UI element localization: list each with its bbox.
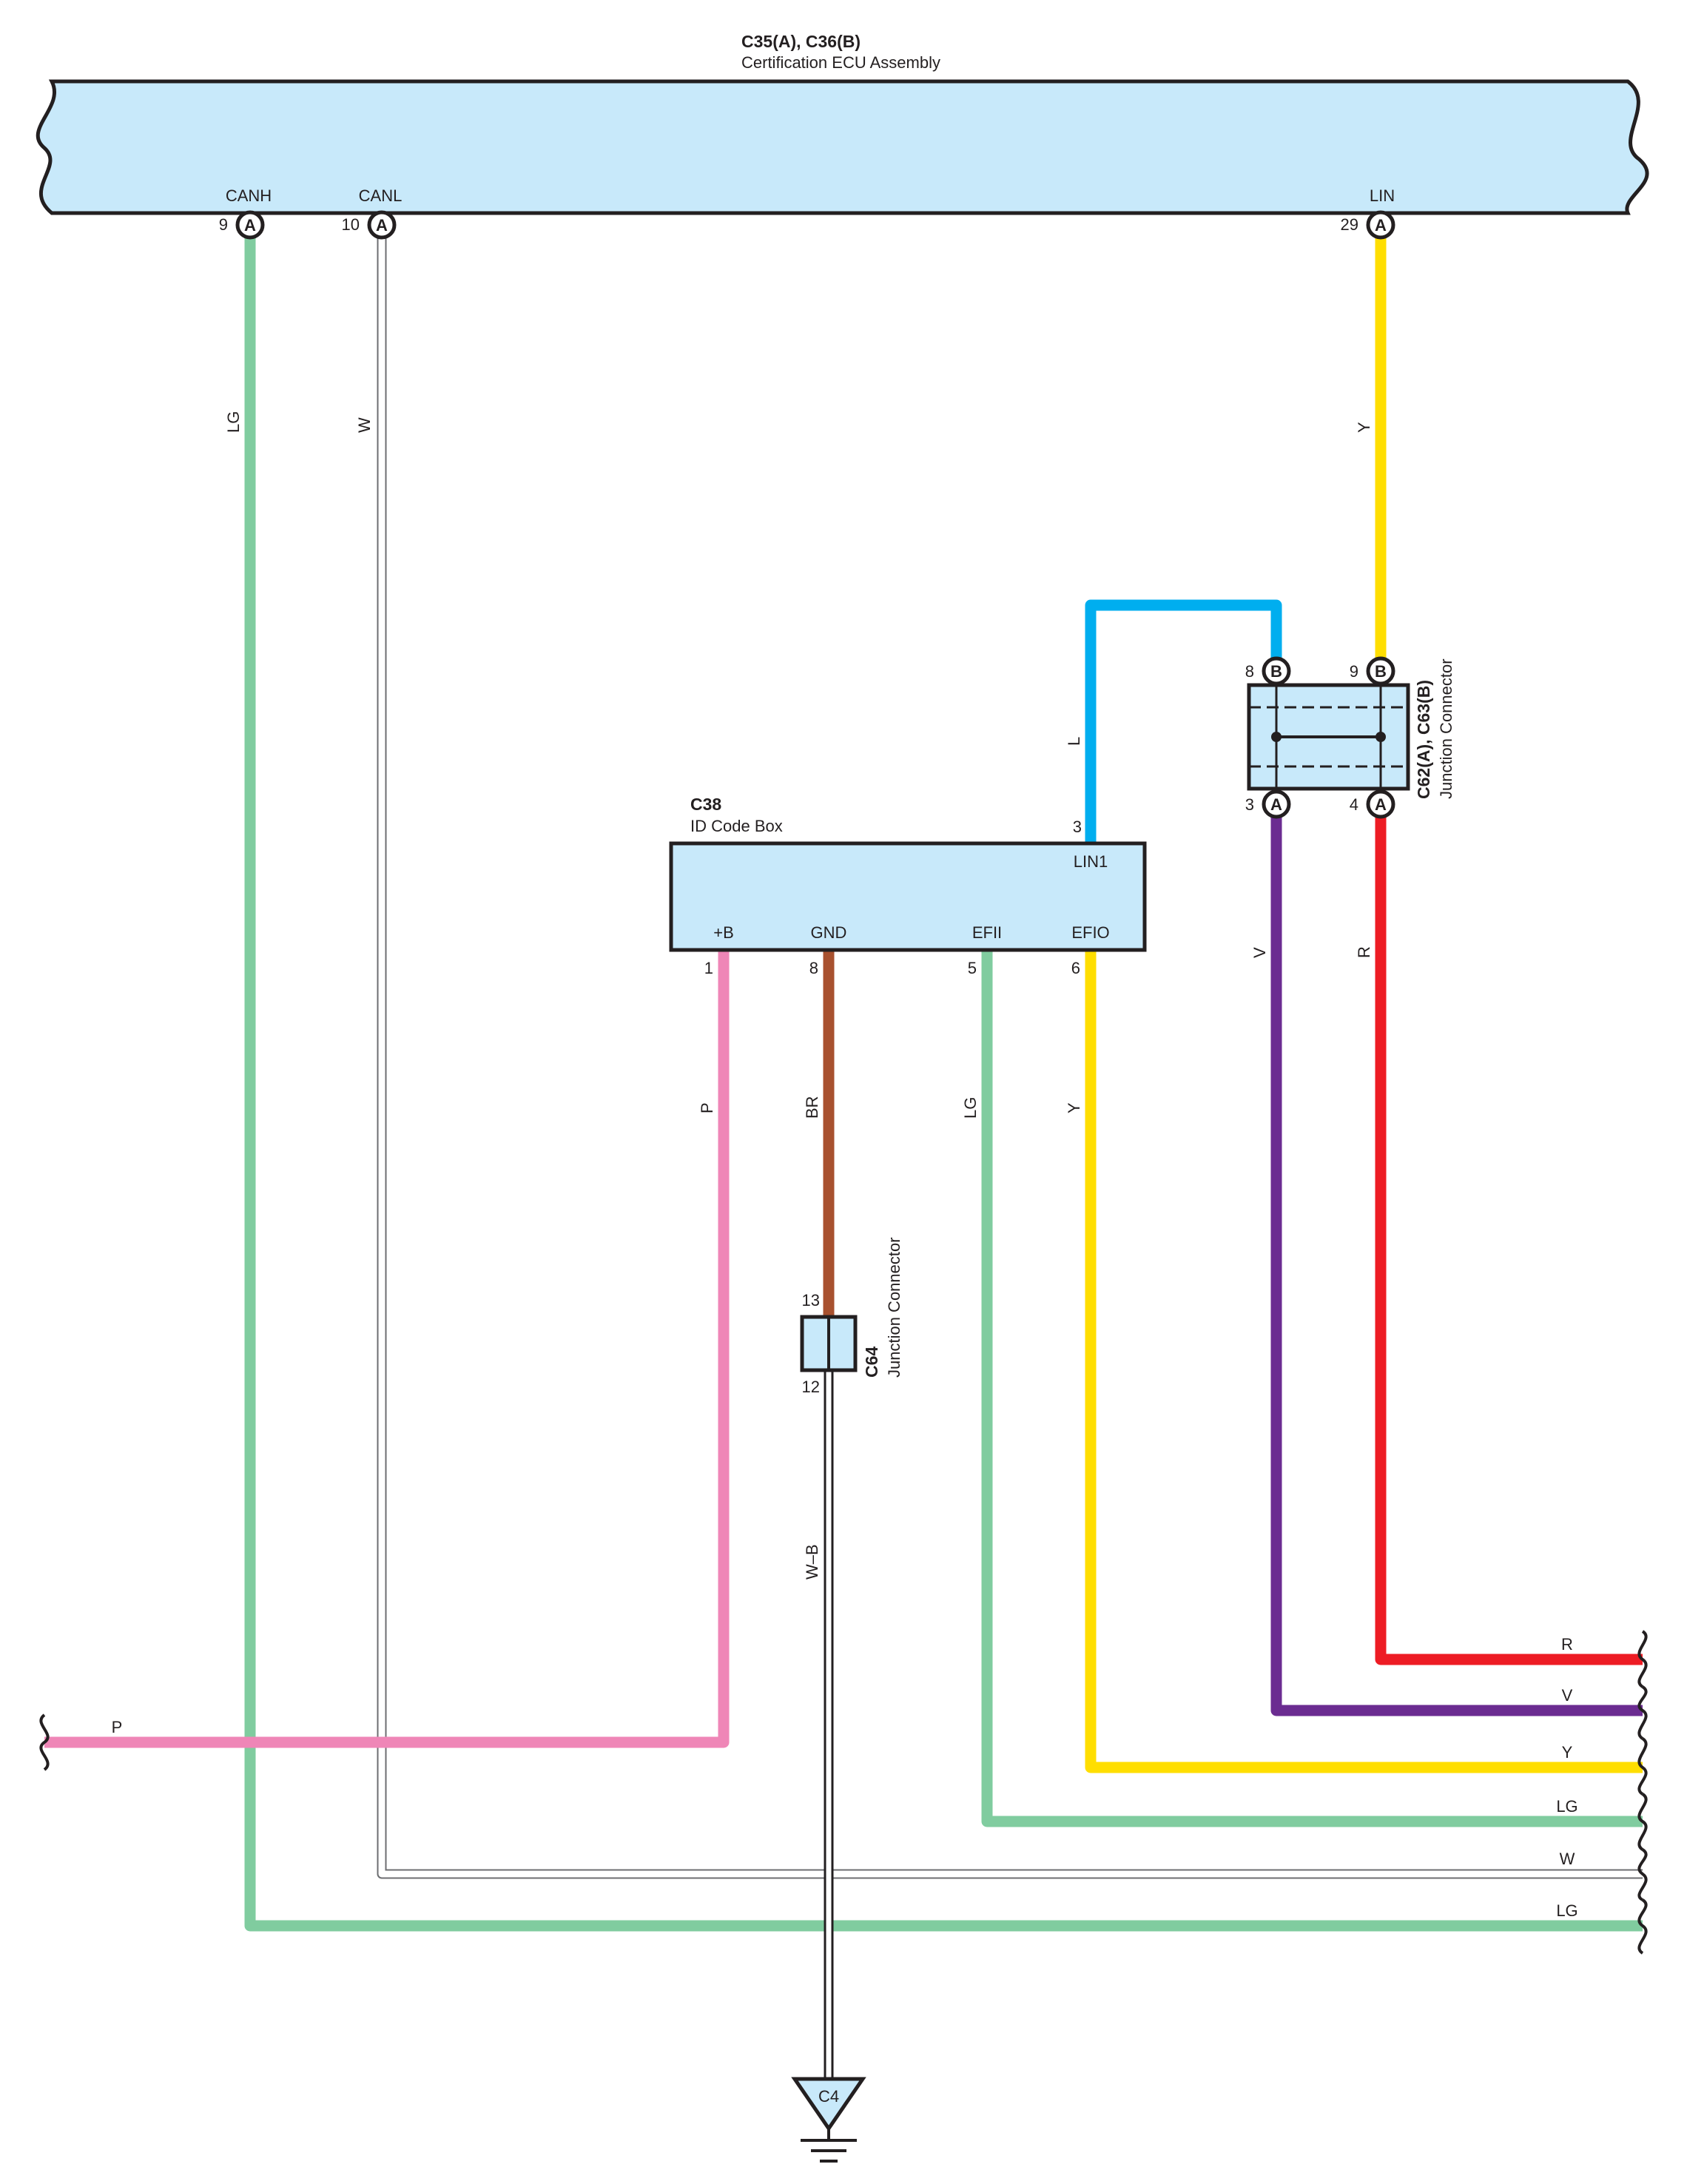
terminal-lin1-label: LIN1 [1074,852,1108,871]
jc1-pin-b8-connector: B [1270,662,1282,681]
exit-label-lg1: LG [1556,1797,1577,1816]
ecu-pin-lin: 29 A [1341,210,1395,240]
wire-label-pb: P [698,1102,716,1113]
terminal-b-pin: 1 [704,959,713,977]
ecu-pin-canl-connector: A [376,216,388,235]
ecu-pin-canh-connector: A [244,216,256,235]
jc2-pin-bottom: 12 [802,1378,820,1396]
junction-connector-c62-c63: 8 B 9 B 3 A 4 A C62(A), C63(B) Junction … [1245,656,1455,819]
wire-label-gnd-out: W–B [803,1544,821,1580]
exit-labels: R V Y LG W LG P [112,1635,1578,1920]
break-mark-r [1637,1630,1648,1688]
idbox-code: C38 [690,795,721,814]
break-mark-lg2 [1637,1898,1648,1955]
ground-code: C4 [818,2087,839,2106]
terminal-gnd-pin: 8 [809,959,818,977]
exit-label-lg2: LG [1556,1901,1577,1920]
idbox-name: ID Code Box [690,817,783,835]
terminal-efio-pin: 6 [1071,959,1080,977]
jc1-pin-a4: 4 A [1350,789,1395,819]
wire-jc-a3-v [1270,818,1643,1716]
wire-label-lin: Y [1355,422,1373,433]
wires [44,235,1643,2088]
break-mark-p [39,1713,50,1771]
jc1-code: C62(A), C63(B) [1414,680,1433,799]
terminal-lin-label: LIN [1370,186,1395,205]
ecu-pin-canl: 10 A [342,210,397,240]
certification-ecu: C35(A), C36(B) Certification ECU Assembl… [36,32,1649,215]
terminal-canh-label: CANH [226,186,272,205]
wire-canl-w [378,235,1643,1878]
ecu-pin-canh-number: 9 [219,215,228,234]
jc1-pin-a4-number: 4 [1350,795,1358,814]
jc1-pin-b8-number: 8 [1245,662,1254,681]
terminal-lin1-pin: 3 [1073,818,1082,836]
id-code-box: C38 ID Code Box LIN1 3 +B GND EFII EFIO … [669,795,1147,977]
wire-label-canh: LG [224,411,243,433]
ecu-pin-canh: 9 A [219,210,265,240]
jc1-pin-b9: 9 B [1350,656,1395,686]
terminal-efii-label: EFII [972,923,1002,942]
terminal-canl-label: CANL [359,186,403,205]
jc1-name: Junction Connector [1437,658,1455,799]
ground-c4: C4 [791,2077,866,2163]
jc2-name: Junction Connector [885,1237,903,1378]
junction-connector-c64: 13 12 C64 Junction Connector [800,1237,903,1396]
jc2-pin-top: 13 [802,1291,820,1310]
wire-label-jc-a4: R [1355,946,1373,958]
wire-label-efio: Y [1065,1102,1083,1113]
ecu-name: Certification ECU Assembly [741,53,940,72]
jc1-pin-b9-number: 9 [1350,662,1358,681]
terminal-efio-label: EFIO [1071,923,1109,942]
wire-label-jc-a3: V [1250,947,1269,958]
break-marks [39,1630,1648,1955]
break-mark-w [1637,1848,1648,1901]
wire-label-gnd: BR [803,1096,821,1119]
wire-pb-p [44,950,730,1748]
terminal-gnd-label: GND [811,923,847,942]
exit-label-p: P [112,1718,123,1736]
ecu-pins: 9 A 10 A 29 A [219,210,1395,240]
break-mark-y [1637,1737,1648,1796]
wire-labels: LG W Y L P BR W–B LG Y V R [224,411,1373,1580]
jc1-pin-a3-connector: A [1270,795,1282,814]
ecu-pin-canl-number: 10 [342,215,360,234]
wire-jc-a4-r [1375,818,1643,1665]
jc1-pin-a3-number: 3 [1245,795,1254,814]
jc1-pin-a4-connector: A [1375,795,1387,814]
break-mark-v [1637,1685,1648,1740]
jc1-pin-b8: 8 B [1245,656,1291,686]
terminal-b-label: +B [713,923,734,942]
wire-canh-lg [244,235,1643,1932]
wire-canl-w-outline [377,235,1643,1879]
wire-label-efii: LG [961,1097,980,1119]
wire-efii-lg [981,950,1643,1827]
wire-efio-y [1085,950,1643,1773]
ecu-pin-lin-number: 29 [1341,215,1358,234]
wire-lin1-l [1085,599,1282,843]
ecu-code: C35(A), C36(B) [741,32,861,51]
jc1-pin-b9-connector: B [1375,662,1387,681]
exit-label-v: V [1562,1686,1573,1705]
exit-label-w: W [1560,1850,1575,1868]
jc1-pin-a3: 3 A [1245,789,1291,819]
wire-label-lin1: L [1065,737,1083,746]
ecu-body [36,79,1649,215]
wire-label-canl: W [355,417,374,433]
jc2-code: C64 [862,1347,881,1378]
exit-label-y: Y [1562,1743,1573,1762]
ecu-pin-lin-connector: A [1375,216,1387,235]
terminal-efii-pin: 5 [968,959,977,977]
break-mark-lg1 [1637,1793,1648,1851]
exit-label-r: R [1561,1635,1573,1654]
